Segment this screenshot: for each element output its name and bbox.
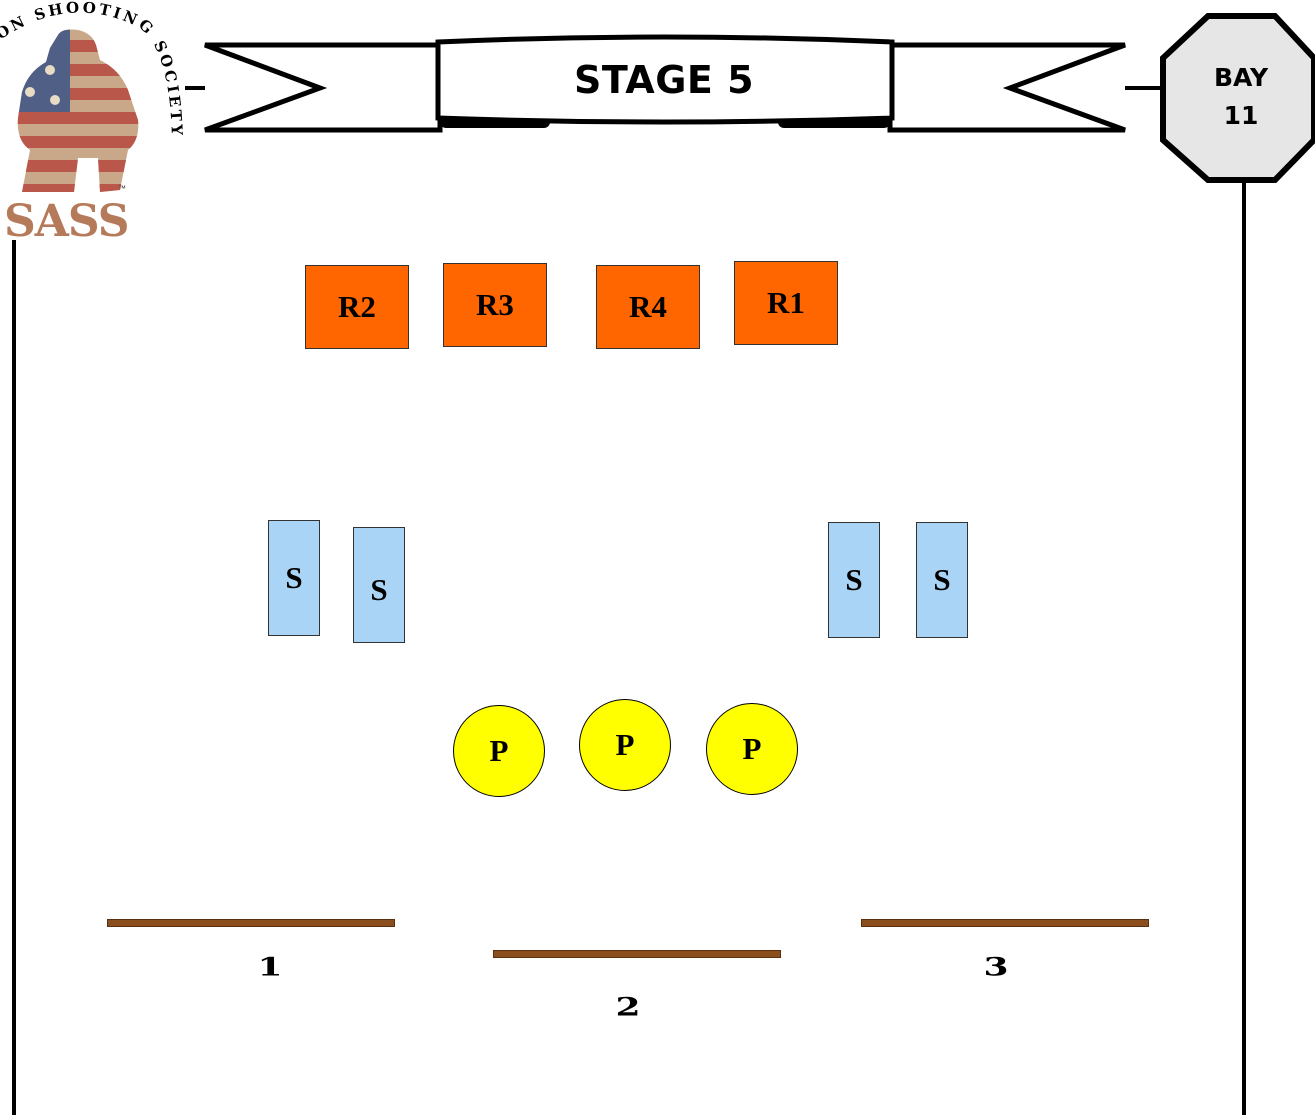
sass-logo: ON SHOOTING SOCIETY ™ SASS [0,0,200,247]
position-label-2: 2 [615,992,641,1022]
logo-name: SASS [4,196,129,247]
shotgun-target-1: S [268,520,320,636]
rifle-target-r2: R2 [305,265,409,349]
rifle-target-r1: R1 [734,261,838,345]
right-wall [1242,180,1246,1115]
logo-trademark: ™ [118,184,126,193]
shotgun-target-4: S [916,522,968,638]
banner-left-tail [204,42,443,133]
shooting-table-2 [493,950,781,958]
shooting-table-3 [861,919,1149,927]
position-label-1: 1 [257,952,283,982]
bay-label: BAY [1213,63,1269,92]
stage-title: STAGE 5 [573,58,755,102]
pistol-target-1: P [453,705,545,797]
sass-logo-emblem: ON SHOOTING SOCIETY [0,0,183,192]
pistol-target-2: P [579,699,671,791]
bay-sign: BAY 11 [1166,52,1315,142]
stage-banner-graphic [185,13,1315,183]
banner-right-tail [887,42,1126,133]
shotgun-target-2: S [353,527,405,643]
bay-octagon [1160,13,1315,183]
shotgun-target-3: S [828,522,880,638]
pistol-target-3: P [706,703,798,795]
shooting-table-1 [107,919,395,927]
left-wall [12,240,16,1115]
banner-main [435,34,895,125]
position-label-3: 3 [983,952,1009,982]
bay-number: 11 [1223,101,1259,130]
rifle-target-r3: R3 [443,263,547,347]
rifle-target-r4: R4 [596,265,700,349]
